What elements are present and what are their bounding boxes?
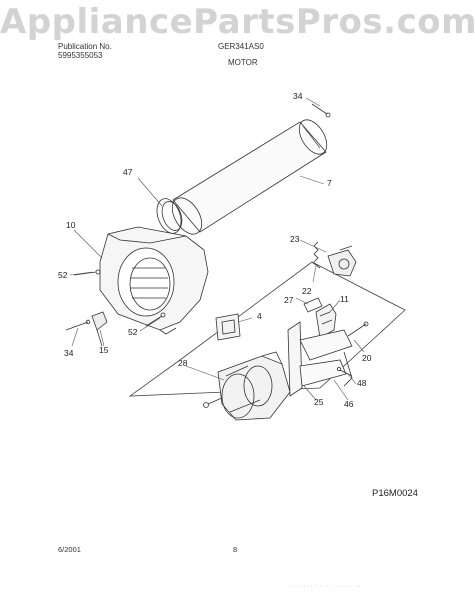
callout-label: 34 (64, 348, 74, 358)
section-title: MOTOR (228, 58, 258, 67)
motor-clip-part (215, 313, 241, 341)
callout-label: 20 (362, 353, 372, 363)
leader-lines (69, 97, 365, 401)
callout-label: 23 (290, 234, 300, 244)
callout-label: 48 (357, 378, 367, 388)
callout-label: 28 (178, 358, 188, 368)
callout-label: 11 (340, 294, 349, 304)
callout-label: 27 (284, 295, 294, 305)
callout-label: 10 (66, 220, 76, 230)
spring-part (311, 241, 321, 269)
duct-part (171, 119, 328, 235)
screw-34-lower (65, 319, 91, 331)
bracket-15 (91, 311, 108, 347)
motor-bracket-part (287, 321, 353, 397)
base-plane-outline (128, 261, 406, 397)
screw-48 (336, 366, 353, 377)
arm-27 (303, 297, 323, 313)
publication-number: 5995355053 (58, 51, 103, 60)
callout-label: 46 (344, 399, 354, 409)
callout-label: 7 (327, 178, 332, 188)
motor-part (203, 351, 291, 421)
callout-label: 4 (257, 311, 262, 321)
callout-label: 15 (99, 345, 109, 355)
publication-label: Publication No. (58, 42, 112, 51)
callout-label: 25 (314, 397, 324, 407)
callout-label: 47 (123, 167, 133, 177)
callout-label: 52 (128, 327, 138, 337)
screw-52-upper (73, 269, 101, 276)
watermark: AppliancePartsPros.com (0, 2, 475, 42)
blower-housing-part (99, 226, 209, 335)
callout-label: 52 (58, 270, 68, 280)
footer-faint-text: ·········· ·· ·· ·· ·· (290, 583, 362, 590)
model-number: GER341AS0 (218, 42, 264, 51)
switch-part (327, 245, 357, 277)
screw-52-lower (145, 312, 166, 327)
screw-top (311, 103, 331, 118)
footer-date: 6/2001 (58, 545, 81, 554)
callout-label: 34 (293, 91, 303, 101)
callout-label: 22 (302, 286, 312, 296)
ring-seal-part (156, 198, 183, 234)
illustration-code: P16M0024 (372, 488, 418, 499)
footer-page-number: 8 (233, 545, 238, 554)
idler-arm-part (315, 303, 337, 339)
